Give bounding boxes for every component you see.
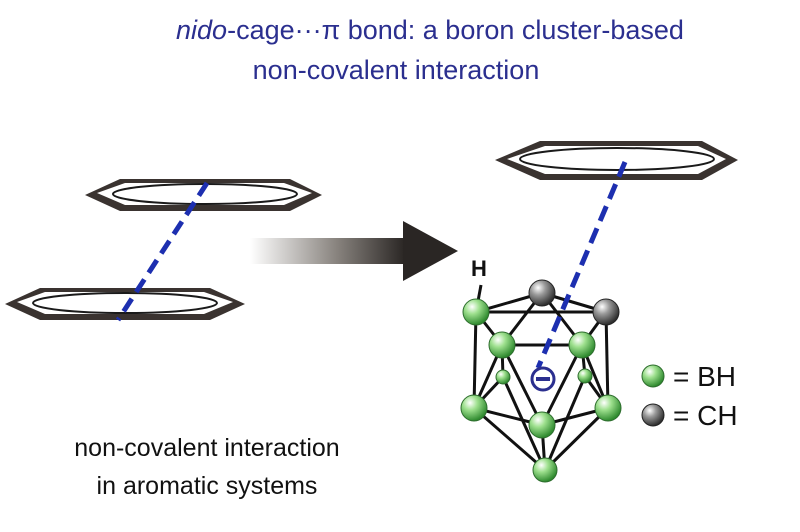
benzene-ring-lower — [5, 288, 245, 320]
title-italic: nido — [176, 15, 228, 45]
boron-atom-mid-right — [568, 331, 596, 359]
boron-legend-icon — [641, 364, 665, 388]
title-line-1: nido-cage···π bond: a boron cluster-base… — [30, 14, 800, 46]
boron-atom-lower-right — [594, 394, 622, 422]
boron-atom-lower-center — [528, 411, 556, 439]
carbon-legend-icon — [641, 403, 665, 427]
legend-ch-label: = CH — [673, 400, 738, 431]
boron-atom-lower-left — [460, 394, 488, 422]
boron-atom-mid-left — [488, 331, 516, 359]
title-line-2: non-covalent interaction — [252, 55, 540, 85]
benzene-ring-right — [495, 141, 738, 180]
benzene-ring-upper — [85, 179, 322, 211]
boron-atom-back-right — [577, 368, 593, 384]
legend-bh-label: = BH — [673, 361, 736, 392]
legend: = BH = CH — [641, 361, 738, 431]
title-line-1-rest: -cage···π bond: a boron cluster-based — [227, 15, 684, 45]
boron-atom-bottom — [532, 457, 558, 483]
cluster-atoms — [460, 279, 622, 483]
carbon-atom-top — [528, 279, 556, 307]
cage-pi-dashed-bond — [535, 161, 628, 369]
transition-arrow — [250, 221, 458, 281]
bridging-h-label: H — [471, 256, 487, 281]
boron-atom-top-left — [462, 298, 490, 326]
negative-charge-icon — [530, 366, 556, 392]
caption-line-2: in aromatic systems — [96, 472, 318, 500]
caption-line-1: non-covalent interaction — [74, 434, 340, 462]
pi-pi-dashed-bond — [115, 181, 210, 322]
boron-atom-back-left — [495, 369, 511, 385]
carbon-atom-right — [592, 298, 620, 326]
